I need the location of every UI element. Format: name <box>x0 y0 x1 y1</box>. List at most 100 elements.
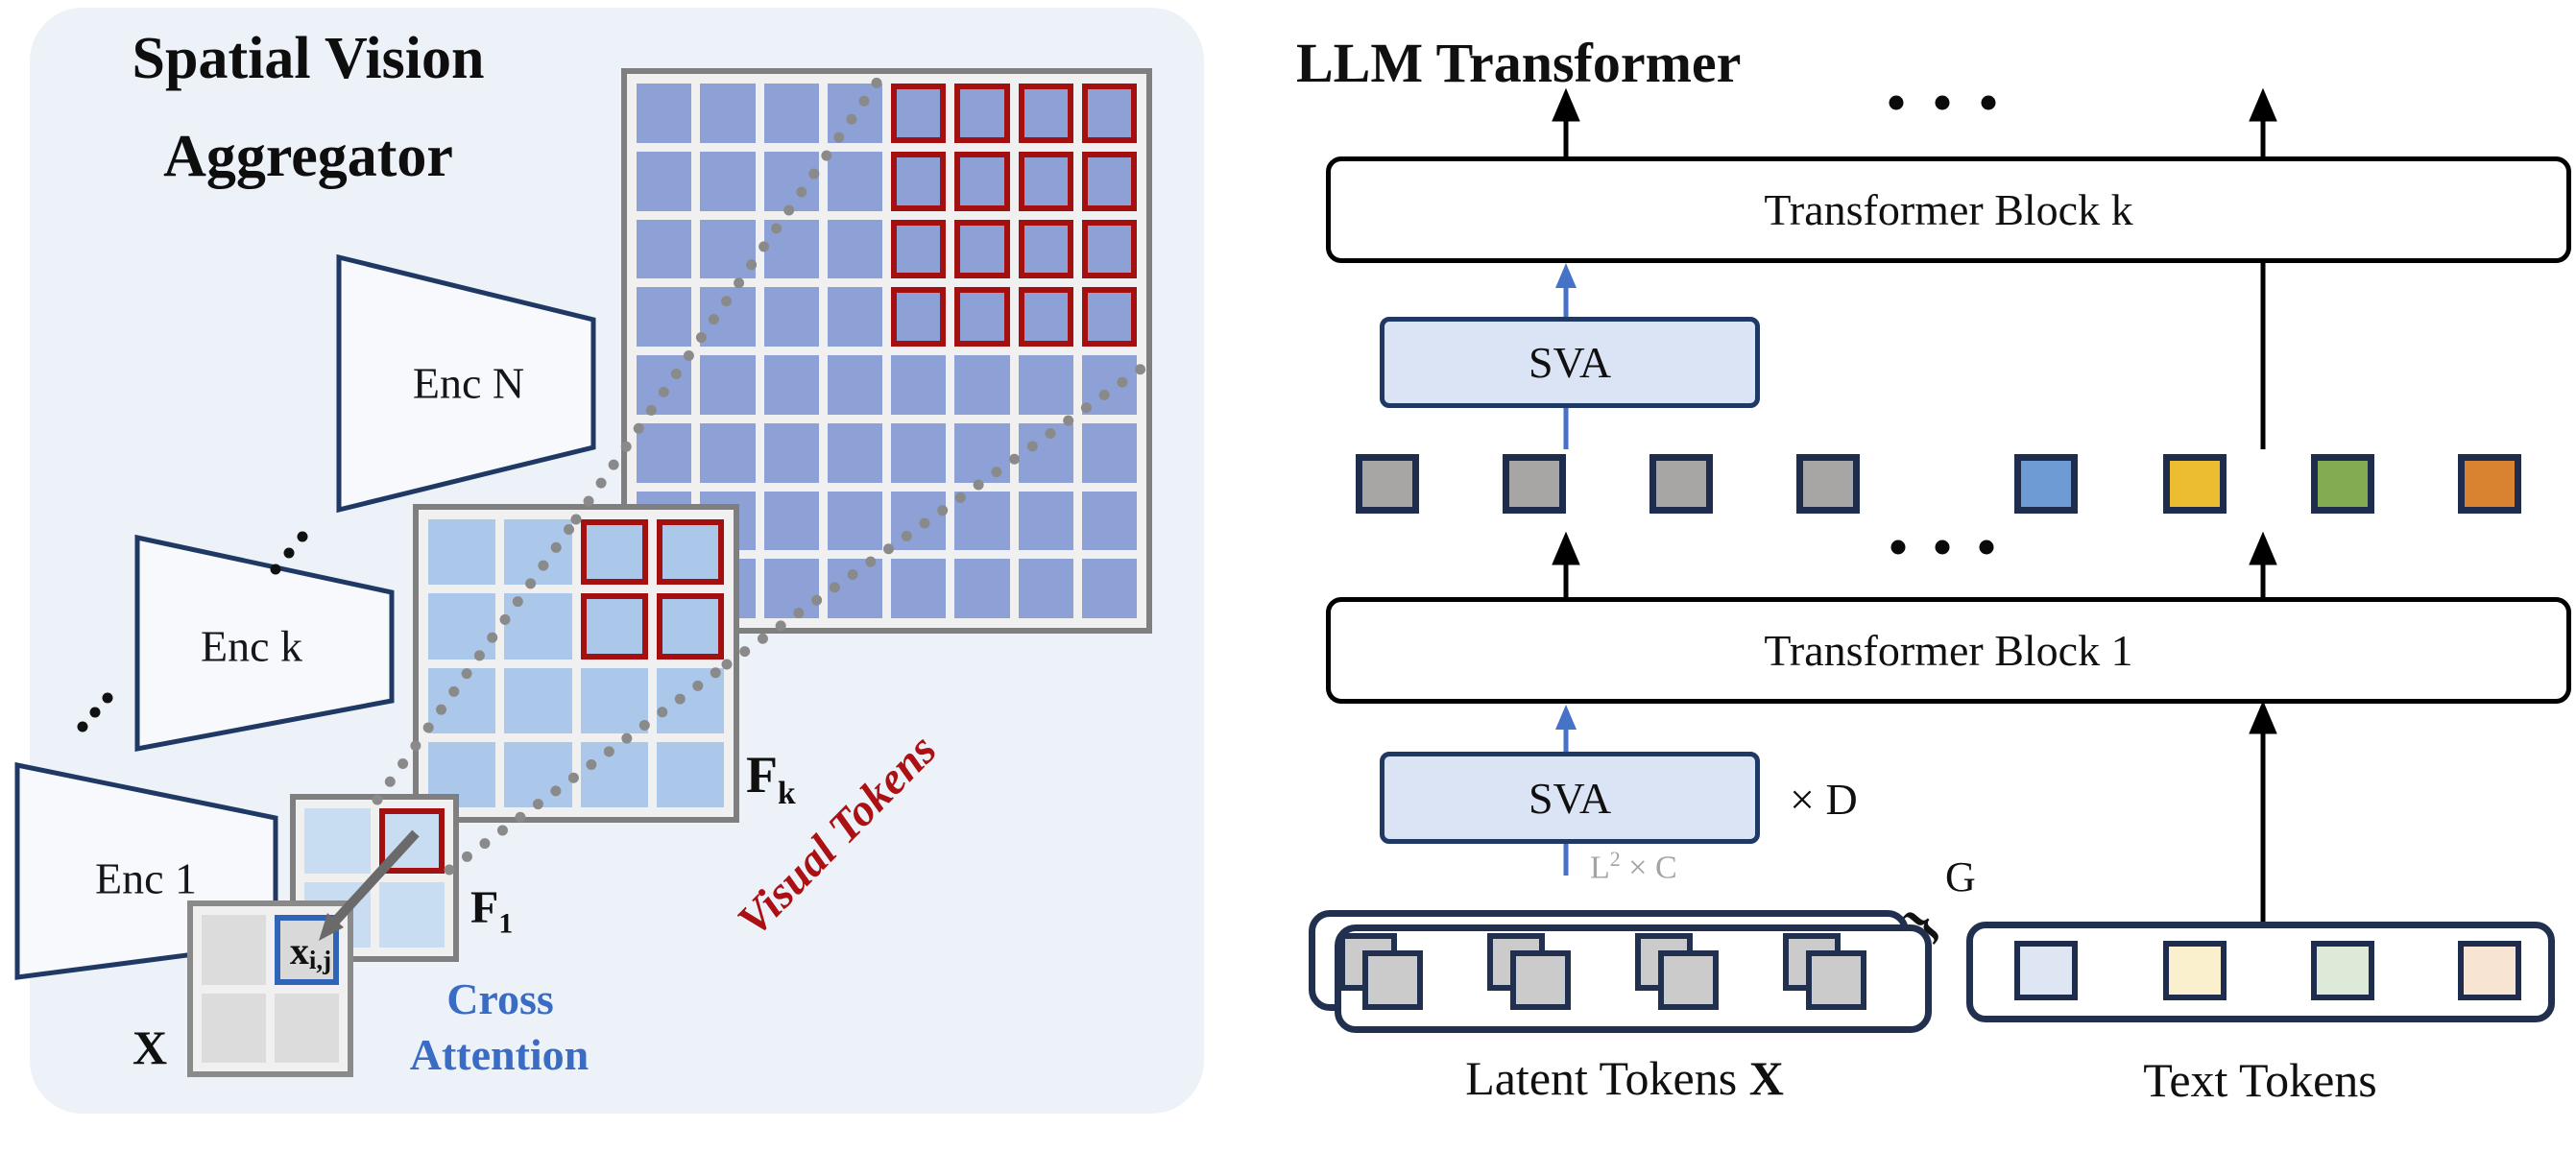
output-arrows <box>1552 87 2277 156</box>
grid-cell <box>1081 355 1137 415</box>
grid-cell <box>891 559 947 618</box>
grid-cell <box>580 741 648 807</box>
latent-dim-rest: × C <box>1620 850 1677 886</box>
grid-cell <box>954 355 1010 415</box>
visual-token-cell <box>1018 151 1073 211</box>
ellipsis-mid-icon <box>1890 540 1994 555</box>
grid-cell <box>1018 355 1073 415</box>
grid-cell <box>428 667 496 733</box>
visual-token-cell <box>954 219 1010 279</box>
f1-label-base: F <box>470 882 499 933</box>
fk-grid-label: Fk <box>746 745 796 812</box>
grid-cell <box>637 84 692 143</box>
transformer-block-1: Transformer Block 1 <box>1326 597 2571 704</box>
grid-cell <box>700 355 756 415</box>
visual-token-cell <box>656 593 724 660</box>
grid-cell <box>656 667 724 733</box>
grid-cell <box>763 287 819 347</box>
visual-token-cell <box>580 519 648 586</box>
grid-cell <box>1018 491 1073 551</box>
latent-tokens-text: Latent Tokens <box>1465 1051 1738 1105</box>
grid-cell <box>763 559 819 618</box>
grid-cell <box>891 355 947 415</box>
grid-cell <box>637 287 692 347</box>
visual-token-cell <box>1081 84 1137 143</box>
text-hidden-token <box>2458 454 2521 514</box>
text-tokens-label: Text Tokens <box>2143 1053 2377 1107</box>
grid-cell <box>504 667 572 733</box>
grid-cell <box>827 151 882 211</box>
grid-cell <box>1081 491 1137 551</box>
latent-query-grid-x <box>187 900 353 1077</box>
grid-cell <box>378 882 445 948</box>
llm-title: LLM Transformer <box>1296 32 1742 94</box>
transformer-block-1-label: Transformer Block 1 <box>1764 626 2133 675</box>
latent-dim-sup: 2 <box>1609 847 1621 871</box>
grid-cell <box>763 219 819 279</box>
grid-cell <box>637 151 692 211</box>
grid-cell <box>954 559 1010 618</box>
grid-cell <box>202 915 266 985</box>
text-hidden-token <box>2163 454 2227 514</box>
latent-tokens-symbol: X <box>1748 1051 1784 1105</box>
grid-cell <box>637 219 692 279</box>
latent-hidden-token <box>1503 454 1566 514</box>
sva-lower-label: SVA <box>1528 773 1612 823</box>
x-grid-label: X <box>132 1020 168 1074</box>
visual-token-cell <box>954 151 1010 211</box>
texttokens-arrow <box>2249 700 2277 922</box>
fk-label-sub: k <box>778 775 796 811</box>
grid-cell <box>763 422 819 483</box>
visual-feature-grid-fk <box>413 504 739 823</box>
grid-cell <box>1018 422 1073 483</box>
panel-title-line1: Spatial Vision <box>132 26 485 91</box>
grid-cell <box>763 355 819 415</box>
visual-token-cell <box>1081 219 1137 279</box>
text-token <box>2311 941 2374 1000</box>
grid-cell <box>827 219 882 279</box>
encoder-k-label: Enc k <box>200 621 303 671</box>
grid-cell <box>504 519 572 586</box>
text-token <box>2458 941 2521 1000</box>
visual-token-cell <box>1081 151 1137 211</box>
visual-token-cell <box>580 593 648 660</box>
visual-token-cell <box>891 151 947 211</box>
visual-token-cell <box>954 84 1010 143</box>
visual-token-cell <box>954 287 1010 347</box>
visual-token-cell <box>1018 287 1073 347</box>
xij-base: x <box>289 928 309 972</box>
grid-cell <box>504 741 572 807</box>
transformer-block-k: Transformer Block k <box>1326 156 2571 263</box>
visual-token-cell <box>378 808 445 874</box>
grid-cell <box>827 355 882 415</box>
text-token <box>2163 941 2227 1000</box>
panel-title-line2: Aggregator <box>163 124 453 189</box>
group-count-label: G <box>1945 853 1976 900</box>
cross-attention-label-line1: Cross <box>446 974 554 1023</box>
block1-output-arrows <box>1552 531 2277 597</box>
encoder-n-label: Enc N <box>412 358 525 408</box>
fk-label-base: F <box>746 746 778 804</box>
visual-token-cell <box>1081 287 1137 347</box>
grid-cell <box>504 593 572 660</box>
grid-cell <box>637 422 692 483</box>
latent-token-square-front <box>1806 950 1866 1010</box>
latent-token-square-front <box>1658 950 1719 1010</box>
grid-cell <box>891 491 947 551</box>
grid-cell <box>700 151 756 211</box>
f1-label-sub: 1 <box>498 907 514 940</box>
latent-dim-base: L <box>1590 850 1610 886</box>
transformer-block-k-label: Transformer Block k <box>1764 185 2133 234</box>
ellipsis-top-icon <box>1889 95 1996 110</box>
latent-token-square-front <box>1362 950 1423 1010</box>
text-hidden-token <box>2014 454 2078 514</box>
f1-grid-label: F1 <box>470 881 513 941</box>
sva-multiplier-label: × D <box>1790 775 1858 824</box>
grid-cell <box>1081 559 1137 618</box>
encoder-1-label: Enc 1 <box>94 853 198 903</box>
latent-tokens-label: Latent Tokens X <box>1465 1050 1784 1106</box>
grid-cell <box>827 84 882 143</box>
grid-cell <box>304 808 371 874</box>
grid-cell <box>1018 559 1073 618</box>
